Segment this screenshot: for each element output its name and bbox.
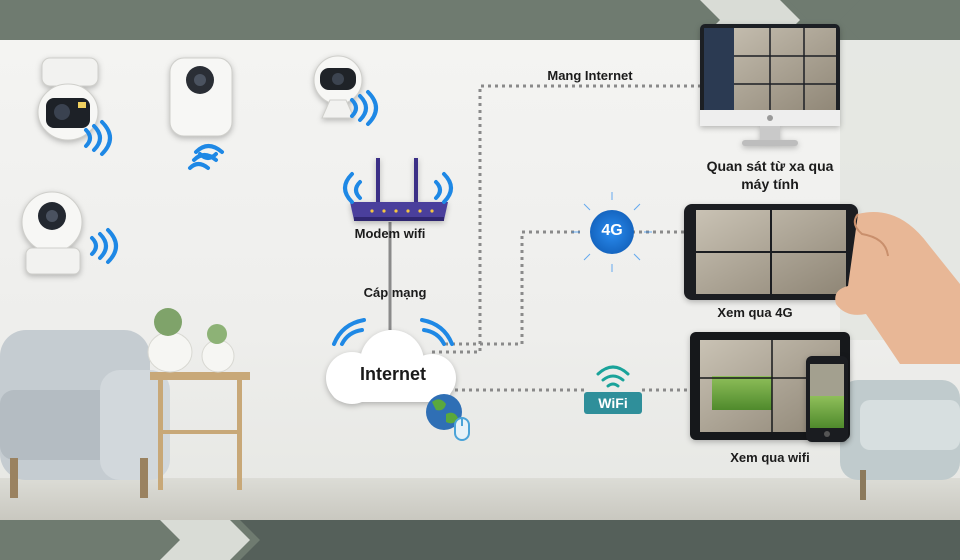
wifi-badge-text: WiFi: [598, 395, 628, 411]
4g-badge-text: 4G: [601, 222, 623, 239]
router-signal-icon: [343, 172, 453, 204]
hand-icon: [835, 212, 960, 364]
armchair: [0, 330, 170, 498]
side-table: [147, 308, 250, 490]
internet-cloud-icon: [326, 330, 456, 404]
internet-label: Internet: [359, 364, 426, 384]
wifi-badge-icon: [584, 365, 642, 414]
modem-router: [350, 158, 448, 221]
modem-label: Modem wifi: [354, 226, 426, 241]
internet-link-label: Mang Internet: [547, 68, 633, 83]
camera-mini: [313, 55, 363, 119]
globe-icon: [426, 394, 470, 441]
dotted-connections: [432, 84, 700, 392]
tablet-4g: [684, 204, 858, 300]
camera-pan-tilt: [21, 191, 83, 275]
cable-label: Cáp mạng: [363, 285, 427, 300]
pc-view-label-line2: máy tính: [741, 176, 799, 192]
camera-ptz-outdoor: [37, 57, 99, 141]
camera-indoor-cube: [169, 57, 233, 137]
camera-signal-icons: [84, 90, 378, 264]
pc-view-label: Quan sát từ xa qua: [706, 158, 834, 174]
4g-badge-icon: [572, 192, 652, 272]
computer-monitor: [700, 24, 840, 146]
bottom-chevrons: [160, 520, 960, 560]
view-4g-label: Xem qua 4G: [717, 305, 793, 320]
cloud-signal-icon: [332, 318, 454, 346]
view-wifi-label: Xem qua wifi: [730, 450, 810, 465]
phone-wifi: [806, 356, 848, 442]
